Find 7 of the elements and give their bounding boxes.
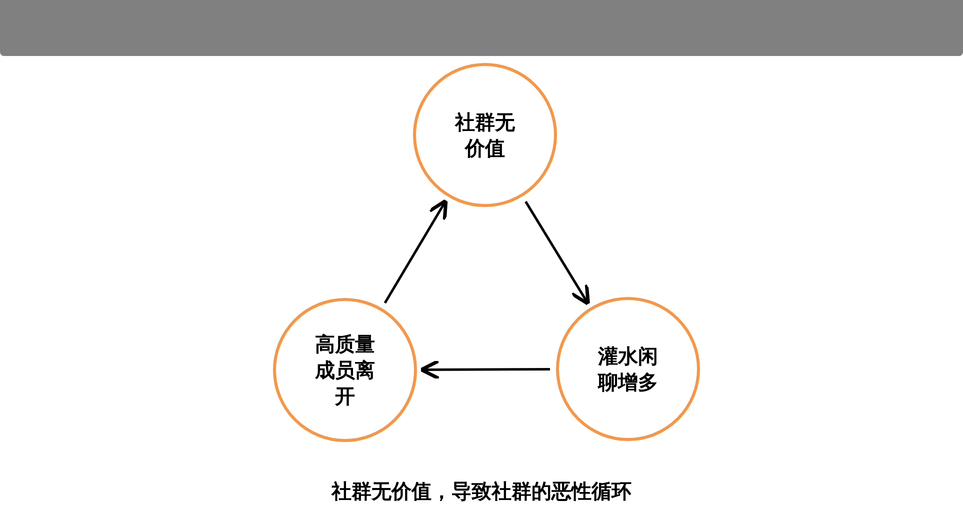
node-text: 社群无价值 [454,109,516,161]
arrow [524,200,590,306]
arrow [420,359,550,380]
node-text: 灌水闲聊增多 [597,343,659,395]
caption: 社群无价值，导致社群的恶性循环 [332,479,632,503]
node-text: 高质量成员离开 [314,331,376,409]
arrow [384,198,448,304]
